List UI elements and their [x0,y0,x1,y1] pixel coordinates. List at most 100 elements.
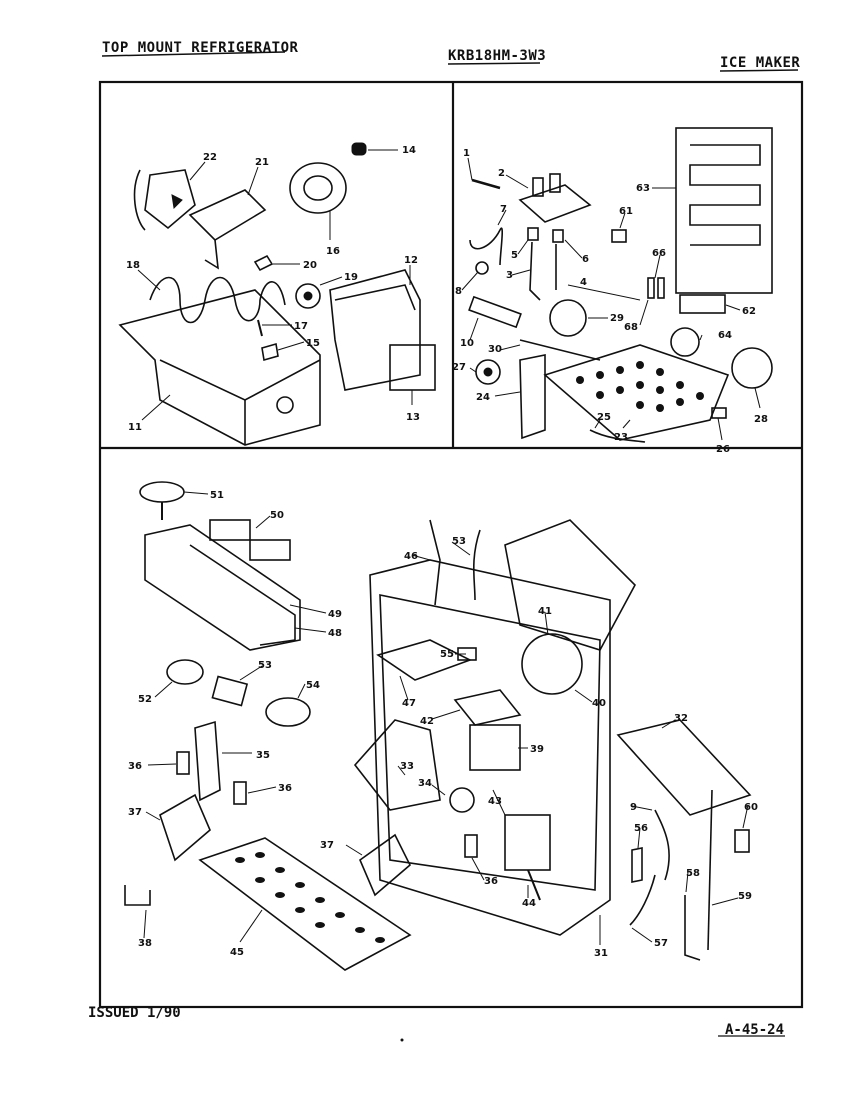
part-36-clip-bottom [464,834,478,858]
callout-49: 49 [328,609,342,620]
callout-6: 6 [582,254,589,265]
callout-36-left: 36 [128,761,142,772]
callout-2: 2 [498,168,505,179]
part-49-bracket [144,524,301,651]
part-16-sleeve [289,162,347,214]
part-25-wire [589,429,646,443]
part-11-mold-housing [118,289,321,446]
callout-44: 44 [522,898,536,909]
callout-39: 39 [530,744,544,755]
callout-23: 23 [614,432,628,443]
part-42-bracket [453,689,522,726]
part-3-tube [529,241,541,301]
part-45-drip-tray [198,837,412,971]
part-40-chute [504,519,636,651]
part-8-nut [475,261,489,275]
callout-58: 58 [686,868,700,879]
part-27-motor [475,359,501,385]
outer-frame [98,80,804,1009]
part-59-wire [707,789,713,951]
part-17-pin [257,319,263,337]
callout-17: 17 [294,321,308,332]
callout-66: 66 [652,248,666,259]
callouts-top-right: 1 2 7 61 63 66 5 6 8 3 4 29 62 68 10 30 … [452,148,768,455]
callout-25: 25 [597,412,611,423]
callout-40: 40 [592,698,606,709]
callout-37-left: 37 [128,807,142,818]
callout-29: 29 [610,313,624,324]
callout-27: 27 [452,362,466,373]
part-46-harness [429,519,441,606]
part-5-fitting [527,227,539,241]
part-48-channel [189,544,296,646]
callout-26: 26 [716,444,730,455]
callout-4: 4 [580,277,587,288]
part-28-detail [731,347,773,389]
callout-22: 22 [203,152,217,163]
part-30-arm [519,339,601,361]
callout-1: 1 [463,148,470,159]
part-35-lever [194,720,221,802]
callout-18: 18 [126,260,140,271]
callout-62: 62 [742,306,756,317]
part-47-bracket [376,639,473,681]
part-9-tube [654,809,670,881]
callouts-top-left: 22 21 14 16 18 20 19 12 17 15 11 13 [126,145,420,433]
part-50-switches [209,519,291,561]
callout-14: 14 [402,145,416,156]
part-44-rod [527,869,541,901]
part-36-clip-left [176,751,190,775]
callout-54: 54 [306,680,320,691]
model-number: KRB18HM-3W3 [448,48,547,64]
part-6-fitting [552,229,564,243]
callout-47: 47 [402,698,416,709]
part-34-motor [449,787,475,813]
callout-63: 63 [636,183,650,194]
callout-61: 61 [619,206,633,217]
part-14-plug [351,142,367,156]
part-53-lamp-socket [211,675,249,707]
callout-42: 42 [420,716,434,727]
part-2-water-valve [518,173,592,223]
callout-19: 19 [344,272,358,283]
callout-13: 13 [406,412,420,423]
callout-43: 43 [488,796,502,807]
issue-date: ISSUED 1/90 [88,1005,181,1021]
part-62-bracket [679,294,726,314]
callout-9: 9 [630,802,637,813]
section-title: ICE MAKER [720,55,801,71]
callout-3: 3 [506,270,513,281]
callout-15: 15 [306,338,320,349]
callout-59: 59 [738,891,752,902]
part-22-switch [133,169,196,231]
callout-24: 24 [476,392,490,403]
part-60-fitting [734,829,750,853]
callout-36-bottom: 36 [484,876,498,887]
callout-37-right: 37 [320,840,334,851]
part-37-pad-right [359,833,411,897]
callout-34: 34 [418,778,432,789]
callout-50: 50 [270,510,284,521]
callout-60: 60 [744,802,758,813]
callout-35: 35 [256,750,270,761]
callout-33: 33 [400,761,414,772]
part-13-cover [389,344,436,391]
part-61-grommet [611,229,627,243]
page-code: A-45-24 [725,1022,785,1038]
part-20-clip [253,254,274,272]
callout-12: 12 [404,255,418,266]
callout-51: 51 [210,490,224,501]
part-43-solenoid [504,814,551,871]
part-56-clip [631,847,643,883]
part-41-detail [521,633,583,695]
part-29-gear-detail [549,299,587,337]
callout-53: 53 [258,660,272,671]
part-63-heater-plate [675,127,773,294]
callout-45: 45 [230,947,244,958]
callout-21: 21 [255,157,269,168]
part-26-clip [711,407,727,419]
document-category: TOP MOUNT REFRIGERATOR [102,40,299,56]
part-58-wire [684,895,701,961]
part-23-ice-mold [543,344,730,441]
callout-57: 57 [654,938,668,949]
